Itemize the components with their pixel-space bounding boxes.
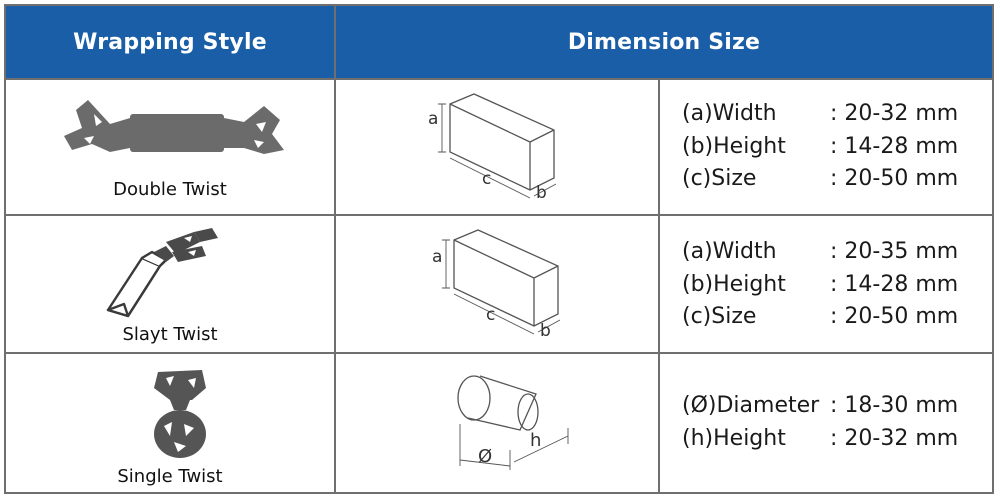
spec-row: (a)Width : 20-32 mm xyxy=(682,98,958,131)
double-twist-icon xyxy=(64,100,284,154)
column-divider xyxy=(334,6,336,492)
style-name-single-twist: Single Twist xyxy=(117,466,223,487)
dim-label-b: b xyxy=(540,321,551,341)
spec-list: (a)Width : 20-32 mm (b)Height : 14-28 mm (… xyxy=(682,98,958,196)
spec-key: (h)Height xyxy=(682,425,786,451)
spec-row: (h)Height : 20-32 mm xyxy=(682,423,958,456)
dim-label-a: a xyxy=(428,109,438,129)
spec-row: (Ø)Diameter : 18-30 mm xyxy=(682,390,958,423)
spec-key: (Ø)Diameter xyxy=(682,393,820,418)
wrapping-spec-table: Wrapping Style Dimension Size Double Twi… xyxy=(4,4,994,494)
dim-label-a: a xyxy=(432,247,442,267)
spec-value: : 14-28 mm xyxy=(830,133,959,159)
spec-key: (b)Height xyxy=(682,271,786,297)
spec-key: (b)Height xyxy=(682,133,786,159)
row-divider xyxy=(6,352,992,354)
spec-value: : 20-32 mm xyxy=(830,101,959,126)
header-wrapping-style: Wrapping Style xyxy=(6,6,334,78)
spec-value: : 20-35 mm xyxy=(830,239,959,264)
dim-label-c: c xyxy=(486,305,495,325)
spec-row: (c)Size : 20-50 mm xyxy=(682,163,958,196)
row-divider xyxy=(6,214,992,216)
row-divider xyxy=(6,78,992,80)
spec-row: (b)Height : 14-28 mm xyxy=(682,131,958,164)
dim-label-h: h xyxy=(530,430,541,451)
slayt-twist-icon xyxy=(106,228,218,318)
box-dimension-diagram: a c b xyxy=(432,229,561,341)
spec-key: (c)Size xyxy=(682,304,757,329)
spec-value: : 20-50 mm xyxy=(830,304,959,329)
dim-label-b: b xyxy=(536,183,547,203)
spec-list: (a)Width : 20-35 mm (b)Height : 14-28 mm (… xyxy=(682,236,958,334)
dim-label-diameter: Ø xyxy=(478,446,492,467)
spec-value: : 18-30 mm xyxy=(830,393,959,418)
style-name-slayt-twist: Slayt Twist xyxy=(122,324,218,345)
spec-list: (Ø)Diameter : 18-30 mm (h)Height : 20-32 m… xyxy=(682,390,958,455)
style-name-double-twist: Double Twist xyxy=(113,179,227,200)
spec-value: : 14-28 mm xyxy=(830,271,959,297)
spec-row: (a)Width : 20-35 mm xyxy=(682,236,958,269)
header-dimension-size: Dimension Size xyxy=(336,6,992,78)
spec-value: : 20-50 mm xyxy=(830,166,959,191)
dim-label-c: c xyxy=(482,169,491,189)
column-divider xyxy=(658,78,660,492)
spec-key: (a)Width xyxy=(682,101,777,126)
spec-row: (b)Height : 14-28 mm xyxy=(682,269,958,302)
cylinder-dimension-diagram: Ø h xyxy=(457,375,569,470)
spec-key: (c)Size xyxy=(682,166,757,191)
spec-row: (c)Size : 20-50 mm xyxy=(682,301,958,334)
spec-value: : 20-32 mm xyxy=(830,425,959,451)
single-twist-icon xyxy=(154,370,206,458)
box-dimension-diagram: a c b xyxy=(428,93,557,203)
spec-key: (a)Width xyxy=(682,239,777,264)
